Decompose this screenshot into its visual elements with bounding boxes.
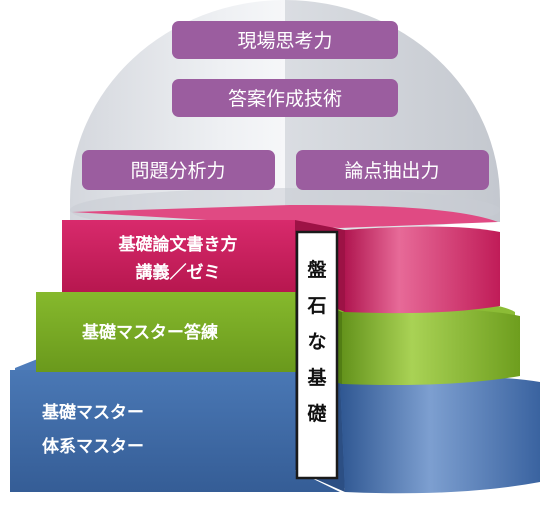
pillar-char: 基 <box>306 366 327 389</box>
foundation-pillar: 盤石な基礎 <box>295 230 339 480</box>
tier-top-label-1: 基礎論文書き方 <box>118 234 238 255</box>
pillar-char: 盤 <box>307 258 327 281</box>
tier-bottom-label-1: 基礎マスター <box>41 402 144 423</box>
tier-top-label-2: 講義／ゼミ <box>136 262 221 283</box>
skill-pill-2: 答案作成技術 <box>172 79 398 117</box>
skill-pill-4: 論点抽出力 <box>296 150 489 190</box>
skill-pill-3: 問題分析力 <box>82 150 275 190</box>
skill-label: 現場思考力 <box>237 30 332 52</box>
pillar-char: 石 <box>306 295 326 317</box>
skill-label: 論点抽出力 <box>344 160 439 182</box>
pillar-char: な <box>307 331 326 353</box>
skill-label: 答案作成技術 <box>228 88 342 110</box>
skill-pill-1: 現場思考力 <box>172 21 398 59</box>
pillar-label: 盤石な基礎 <box>306 258 327 425</box>
tier-bottom-label-2: 体系マスター <box>42 436 144 457</box>
pillar-char: 礎 <box>306 402 326 425</box>
tier-middle-label: 基礎マスター答練 <box>81 322 218 343</box>
skill-label: 問題分析力 <box>130 160 225 182</box>
